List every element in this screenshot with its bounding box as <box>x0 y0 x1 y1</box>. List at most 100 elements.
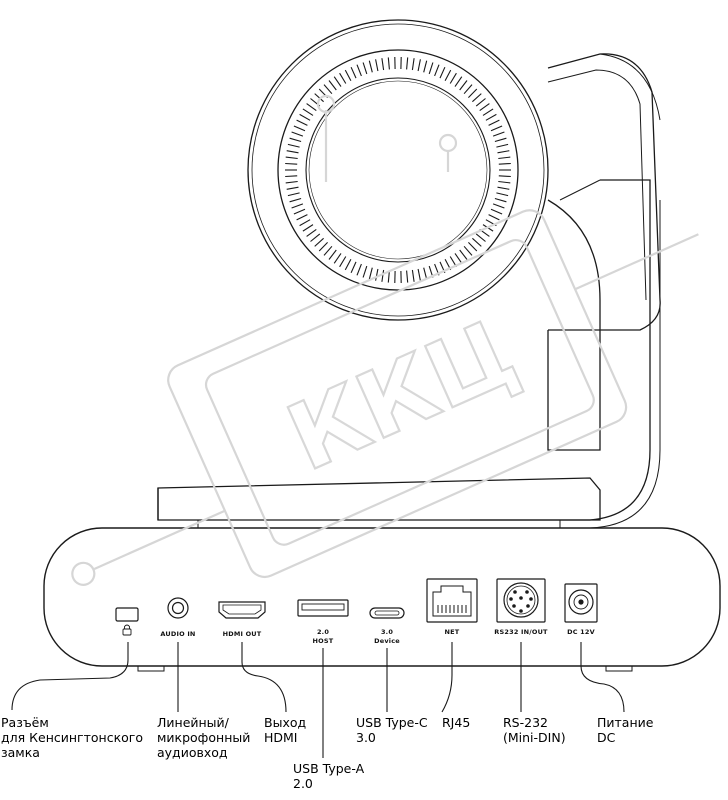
knurl-tick <box>376 269 378 281</box>
watermark-dot-left <box>69 559 98 588</box>
knurl-tick <box>351 262 356 273</box>
rear-panel <box>44 528 720 671</box>
knurl-tick <box>287 187 299 189</box>
watermark-line-right <box>575 234 698 289</box>
knurl-tick <box>460 81 467 91</box>
knurl-tick <box>288 193 300 196</box>
callout-rs232: RS-232 (Mini-DIN) <box>503 715 566 745</box>
knurl-tick <box>292 204 303 208</box>
knurl-tick <box>285 176 297 177</box>
knurl-tick <box>445 70 451 81</box>
knurl-tick <box>435 65 439 76</box>
knurl-tick <box>382 58 384 70</box>
kensington-slot <box>116 608 138 621</box>
knurl-tick <box>345 259 351 270</box>
knurl-tick <box>340 257 346 267</box>
knurl-tick <box>418 59 420 71</box>
label-hdmi-out: HDMI OUT <box>223 630 262 638</box>
mini-din-pins <box>509 590 533 613</box>
knurl-tick <box>496 193 508 196</box>
watermark: ККЦ <box>11 96 728 650</box>
knurl-tick <box>290 199 302 202</box>
label-audio-in: AUDIO IN <box>160 630 195 638</box>
din-pin <box>512 604 516 608</box>
rj45-contacts <box>438 605 466 613</box>
knurl-tick <box>376 59 378 71</box>
din-pin <box>513 590 517 594</box>
callouts: Разъём для Кенсингтонского замка Линейны… <box>1 715 657 791</box>
din-pin <box>519 596 523 600</box>
label-dc: DC 12V <box>567 628 595 636</box>
knurl-tick <box>300 220 311 226</box>
knurl-tick <box>388 57 389 69</box>
knurl-tick <box>329 250 336 260</box>
knurl-tick <box>472 94 481 102</box>
din-pin <box>509 597 513 601</box>
knurl-tick <box>307 104 317 111</box>
knurl-tick <box>285 164 297 165</box>
din-pin <box>526 604 530 608</box>
knurl-tick <box>424 268 427 280</box>
knurl-tick <box>334 253 341 263</box>
knurl-tick <box>483 109 493 116</box>
knurl-tick <box>363 266 367 277</box>
pan-arm-inner <box>548 70 646 300</box>
callout-rj45: RJ45 <box>442 715 470 730</box>
knurl-tick <box>460 250 467 260</box>
knurl-tick <box>495 199 507 202</box>
knurl-tick <box>319 242 327 251</box>
hdmi-port <box>219 602 265 618</box>
label-usb-device-2: Device <box>374 637 400 645</box>
knurl-tick <box>412 270 414 282</box>
knurl-tick <box>382 270 384 282</box>
leader-hdmi <box>242 642 286 712</box>
knurl-tick <box>300 114 311 120</box>
knurl-tick <box>292 132 303 136</box>
label-net: NET <box>445 628 460 636</box>
din-pin <box>529 597 533 601</box>
leader-rj45 <box>442 642 452 712</box>
knurl-tick <box>324 85 332 94</box>
knurl-tick <box>363 63 367 74</box>
knurl-tick <box>498 187 510 189</box>
audio-jack <box>168 598 188 618</box>
callout-usb-c: USB Type-C 3.0 <box>356 715 432 745</box>
knurl-tick <box>351 67 356 78</box>
knurl-tick <box>476 234 485 242</box>
knurl-tick <box>496 144 508 147</box>
label-usb-host-1: 2.0 <box>317 628 329 636</box>
knurl-tick <box>369 268 372 280</box>
knurl-tick <box>286 182 298 183</box>
knurl-tick <box>290 138 302 141</box>
knurl-tick <box>324 246 332 255</box>
din-pin <box>525 590 529 594</box>
knurl-tick <box>303 225 313 232</box>
knurl-tick <box>329 81 336 91</box>
knurl-tick <box>340 73 346 83</box>
callout-usb-a: USB Type-A 2.0 <box>293 761 368 791</box>
knurl-tick <box>491 209 502 214</box>
knurl-tick <box>499 176 511 177</box>
din-pin <box>519 609 523 613</box>
knurl-tick <box>297 215 308 220</box>
knurl-tick <box>464 85 472 94</box>
knurl-tick <box>472 238 481 246</box>
stand-arm-inner <box>560 180 600 200</box>
knurl-tick <box>455 77 462 87</box>
base-plate <box>158 478 600 520</box>
knurl-tick <box>498 182 510 183</box>
knurl-tick <box>369 61 372 73</box>
knurl-tick <box>286 157 298 158</box>
knurl-tick <box>440 67 445 78</box>
lens-knurl <box>285 57 511 283</box>
knurl-tick <box>294 209 305 214</box>
knurl-tick <box>498 151 510 153</box>
pan-arm <box>548 54 660 330</box>
knurl-tick <box>464 246 472 255</box>
knurl-tick <box>297 120 308 125</box>
usb-a-port <box>298 600 348 616</box>
knurl-tick <box>357 264 361 275</box>
lens-ring-5 <box>309 81 487 259</box>
